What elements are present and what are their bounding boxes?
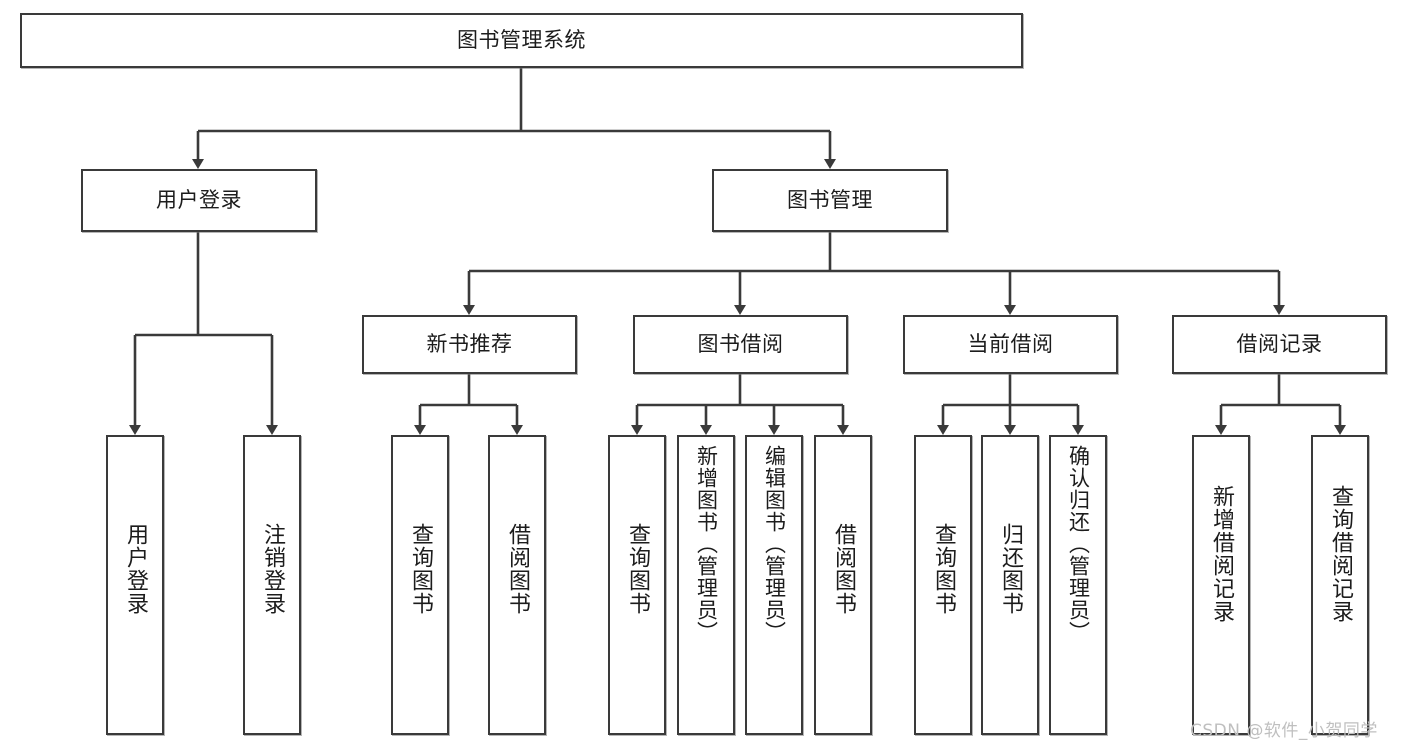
node-leaf-borrow-book-1-label: 借阅图书 (505, 523, 530, 615)
node-current-borrow-label: 当前借阅 (967, 332, 1054, 357)
node-book-borrow-label: 图书借阅 (697, 332, 784, 357)
node-book-management[interactable]: 图书管理 (712, 169, 948, 232)
watermark-text: CSDN @软件_小贺同学 (1190, 721, 1378, 741)
node-leaf-query-book-1[interactable]: 查询图书 (391, 435, 449, 735)
node-leaf-query-book-2[interactable]: 查询图书 (608, 435, 666, 735)
node-leaf-query-borrow-record[interactable]: 查询借阅记录 (1311, 435, 1369, 735)
node-leaf-borrow-book-2-label: 借阅图书 (831, 523, 856, 615)
node-root[interactable]: 图书管理系统 (20, 13, 1023, 68)
node-leaf-query-book-2-label: 查询图书 (625, 523, 650, 615)
node-leaf-query-book-3[interactable]: 查询图书 (914, 435, 972, 735)
node-leaf-add-borrow-record-label: 新增借阅记录 (1209, 485, 1234, 623)
node-leaf-query-book-3-label: 查询图书 (931, 523, 956, 615)
node-leaf-return-book[interactable]: 归还图书 (981, 435, 1039, 735)
node-new-book-recommend-label: 新书推荐 (426, 332, 513, 357)
node-leaf-user-login[interactable]: 用户登录 (106, 435, 164, 735)
node-leaf-return-book-label: 归还图书 (998, 523, 1023, 615)
node-borrow-record-label: 借阅记录 (1236, 332, 1323, 357)
node-leaf-logout-login-label: 注销登录 (260, 523, 285, 615)
node-leaf-add-book-admin-label: 新增图书（管理员） (694, 445, 719, 643)
node-current-borrow[interactable]: 当前借阅 (903, 315, 1118, 374)
node-leaf-edit-book-admin-label: 编辑图书（管理员） (762, 445, 787, 643)
node-leaf-borrow-book-2[interactable]: 借阅图书 (814, 435, 872, 735)
node-leaf-query-borrow-record-label: 查询借阅记录 (1328, 485, 1353, 623)
node-book-management-label: 图书管理 (787, 188, 873, 213)
node-borrow-record[interactable]: 借阅记录 (1172, 315, 1387, 374)
node-leaf-borrow-book-1[interactable]: 借阅图书 (488, 435, 546, 735)
node-leaf-add-book-admin[interactable]: 新增图书（管理员） (677, 435, 735, 735)
node-user-login[interactable]: 用户登录 (81, 169, 317, 232)
node-new-book-recommend[interactable]: 新书推荐 (362, 315, 577, 374)
node-leaf-user-login-label: 用户登录 (123, 523, 148, 615)
node-leaf-add-borrow-record[interactable]: 新增借阅记录 (1192, 435, 1250, 735)
node-book-borrow[interactable]: 图书借阅 (633, 315, 848, 374)
node-leaf-edit-book-admin[interactable]: 编辑图书（管理员） (745, 435, 803, 735)
node-leaf-confirm-return-admin[interactable]: 确认归还（管理员） (1049, 435, 1107, 735)
node-user-login-label: 用户登录 (156, 188, 242, 213)
node-leaf-query-book-1-label: 查询图书 (408, 523, 433, 615)
node-leaf-logout-login[interactable]: 注销登录 (243, 435, 301, 735)
node-root-label: 图书管理系统 (457, 28, 586, 53)
node-leaf-confirm-return-admin-label: 确认归还（管理员） (1066, 445, 1091, 643)
